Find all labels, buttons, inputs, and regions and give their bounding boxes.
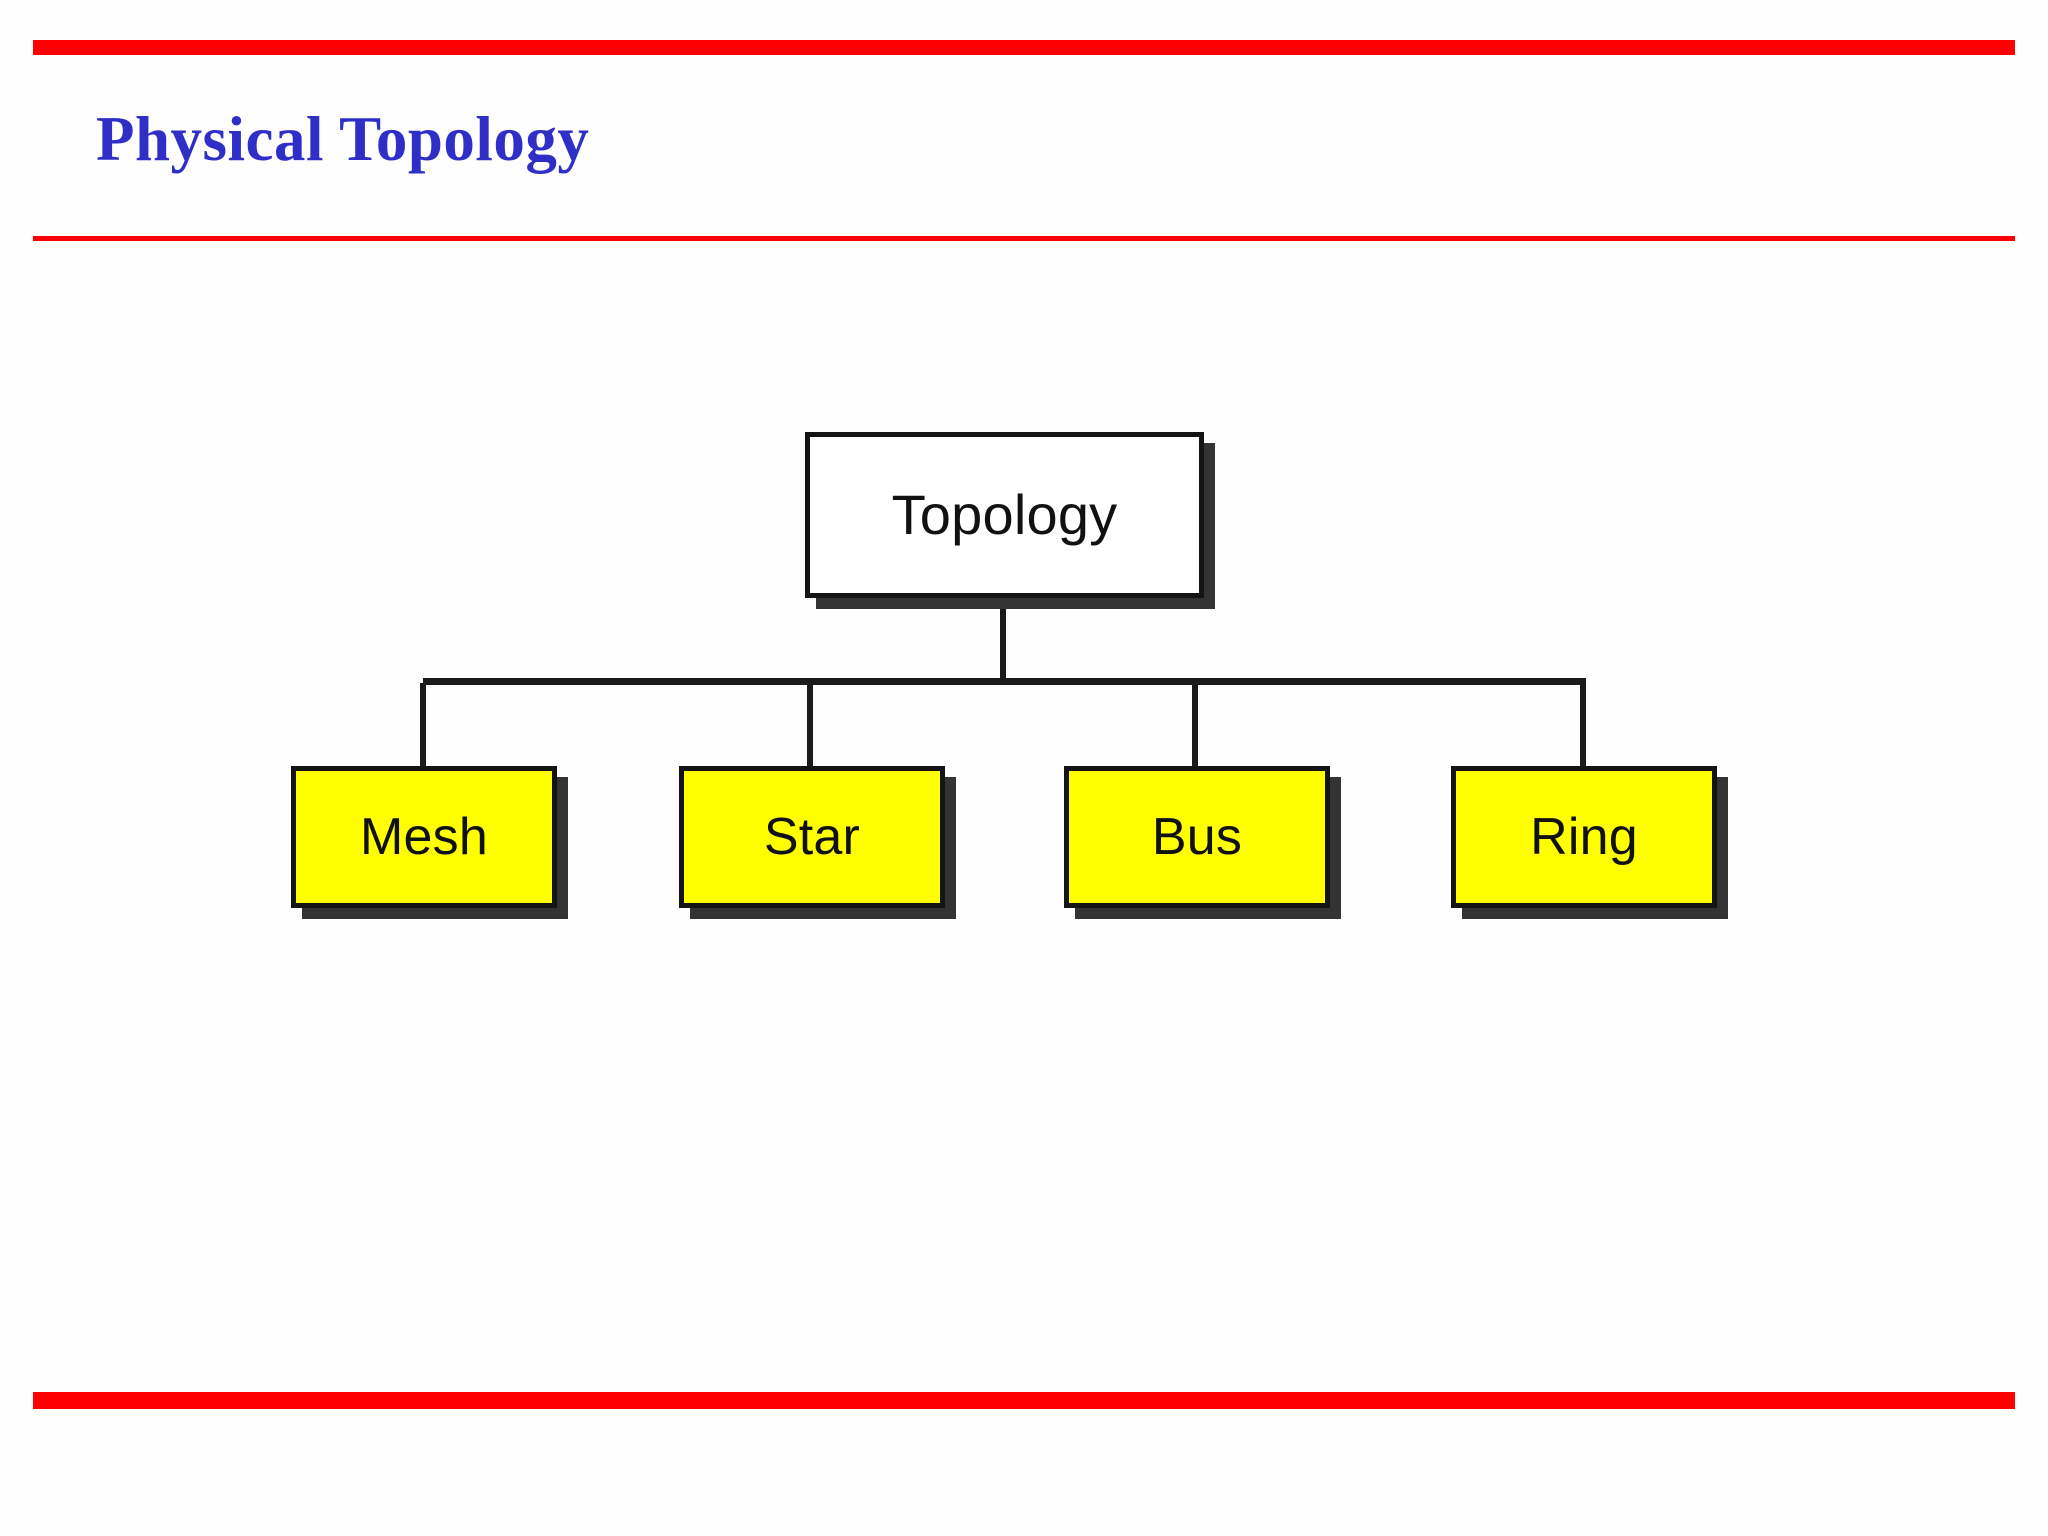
node-topology[interactable]: Topology	[805, 432, 1204, 598]
node-bus-label: Bus	[1151, 808, 1243, 866]
top-accent-rule	[33, 40, 2015, 55]
connector-drop-mesh	[420, 683, 426, 767]
node-bus[interactable]: Bus	[1064, 766, 1330, 908]
connector-drop-star	[807, 683, 813, 767]
connector-root-stem	[1000, 600, 1006, 684]
node-mesh-label: Mesh	[360, 808, 488, 866]
node-ring[interactable]: Ring	[1451, 766, 1717, 908]
node-star-label: Star	[763, 808, 861, 866]
title-underline-rule	[33, 236, 2015, 241]
node-topology-label: Topology	[891, 483, 1118, 546]
connector-drop-ring	[1580, 683, 1586, 767]
connector-horizontal-bar	[423, 678, 1586, 685]
bottom-accent-rule	[33, 1392, 2015, 1409]
node-star[interactable]: Star	[679, 766, 945, 908]
page-title: Physical Topology	[96, 104, 590, 174]
connector-drop-bus	[1192, 683, 1198, 767]
node-mesh[interactable]: Mesh	[291, 766, 557, 908]
node-ring-label: Ring	[1530, 808, 1638, 866]
